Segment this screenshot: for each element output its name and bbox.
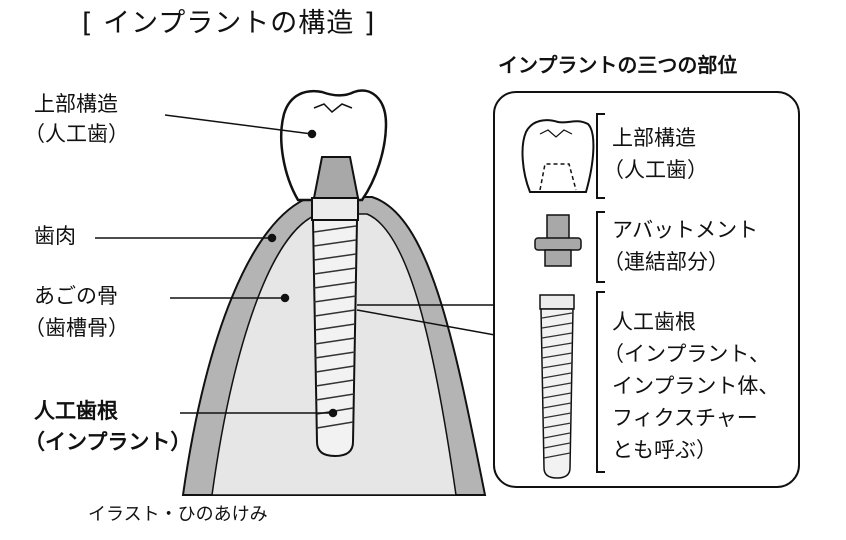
leader-lines: [95, 114, 338, 418]
label-crown-name: 上部構造: [34, 92, 118, 116]
label-crown-note: （人工歯）: [24, 122, 129, 146]
panel-crown-icon: [521, 119, 595, 193]
panel-crown-note: （人工歯）: [603, 158, 708, 182]
panel-brackets: [596, 113, 605, 473]
fixture-body: [311, 219, 359, 458]
label-bone-name: あごの骨: [34, 284, 118, 308]
page-title: [ インプラントの構造 ]: [82, 8, 376, 39]
crown-groove: [313, 103, 353, 114]
label-implant-note: （インプラント）: [24, 430, 192, 454]
abutment-shape: [312, 156, 360, 199]
label-implant-name: 人工歯根: [34, 399, 118, 423]
fixture-collar: [311, 197, 359, 221]
panel-abutment-note: （連結部分）: [603, 250, 729, 274]
panel-abutment-name: アバットメント: [612, 218, 759, 242]
panel-fixture-note-4: とも呼ぶ）: [612, 438, 717, 462]
label-bone-note: （歯槽骨）: [24, 316, 129, 340]
illustration-credit: イラスト・ひのあけみ: [88, 504, 268, 525]
label-gum: 歯肉: [34, 224, 76, 248]
panel-fixture-icon: [540, 308, 574, 479]
panel-fixture-note-1: （インプラント、: [603, 342, 770, 366]
panel-fixture-note-3: フィクスチャー: [612, 406, 758, 430]
panel-fixture-note-2: インプラント体、: [612, 374, 780, 398]
panel-crown-name: 上部構造: [612, 126, 696, 150]
crown-shape: [280, 89, 388, 202]
panel-abutment-icon: [534, 214, 582, 267]
panel-fixture-name: 人工歯根: [612, 310, 696, 334]
panel-connector: [356, 304, 496, 336]
panel-heading: インプラントの三つの部位: [498, 53, 738, 77]
